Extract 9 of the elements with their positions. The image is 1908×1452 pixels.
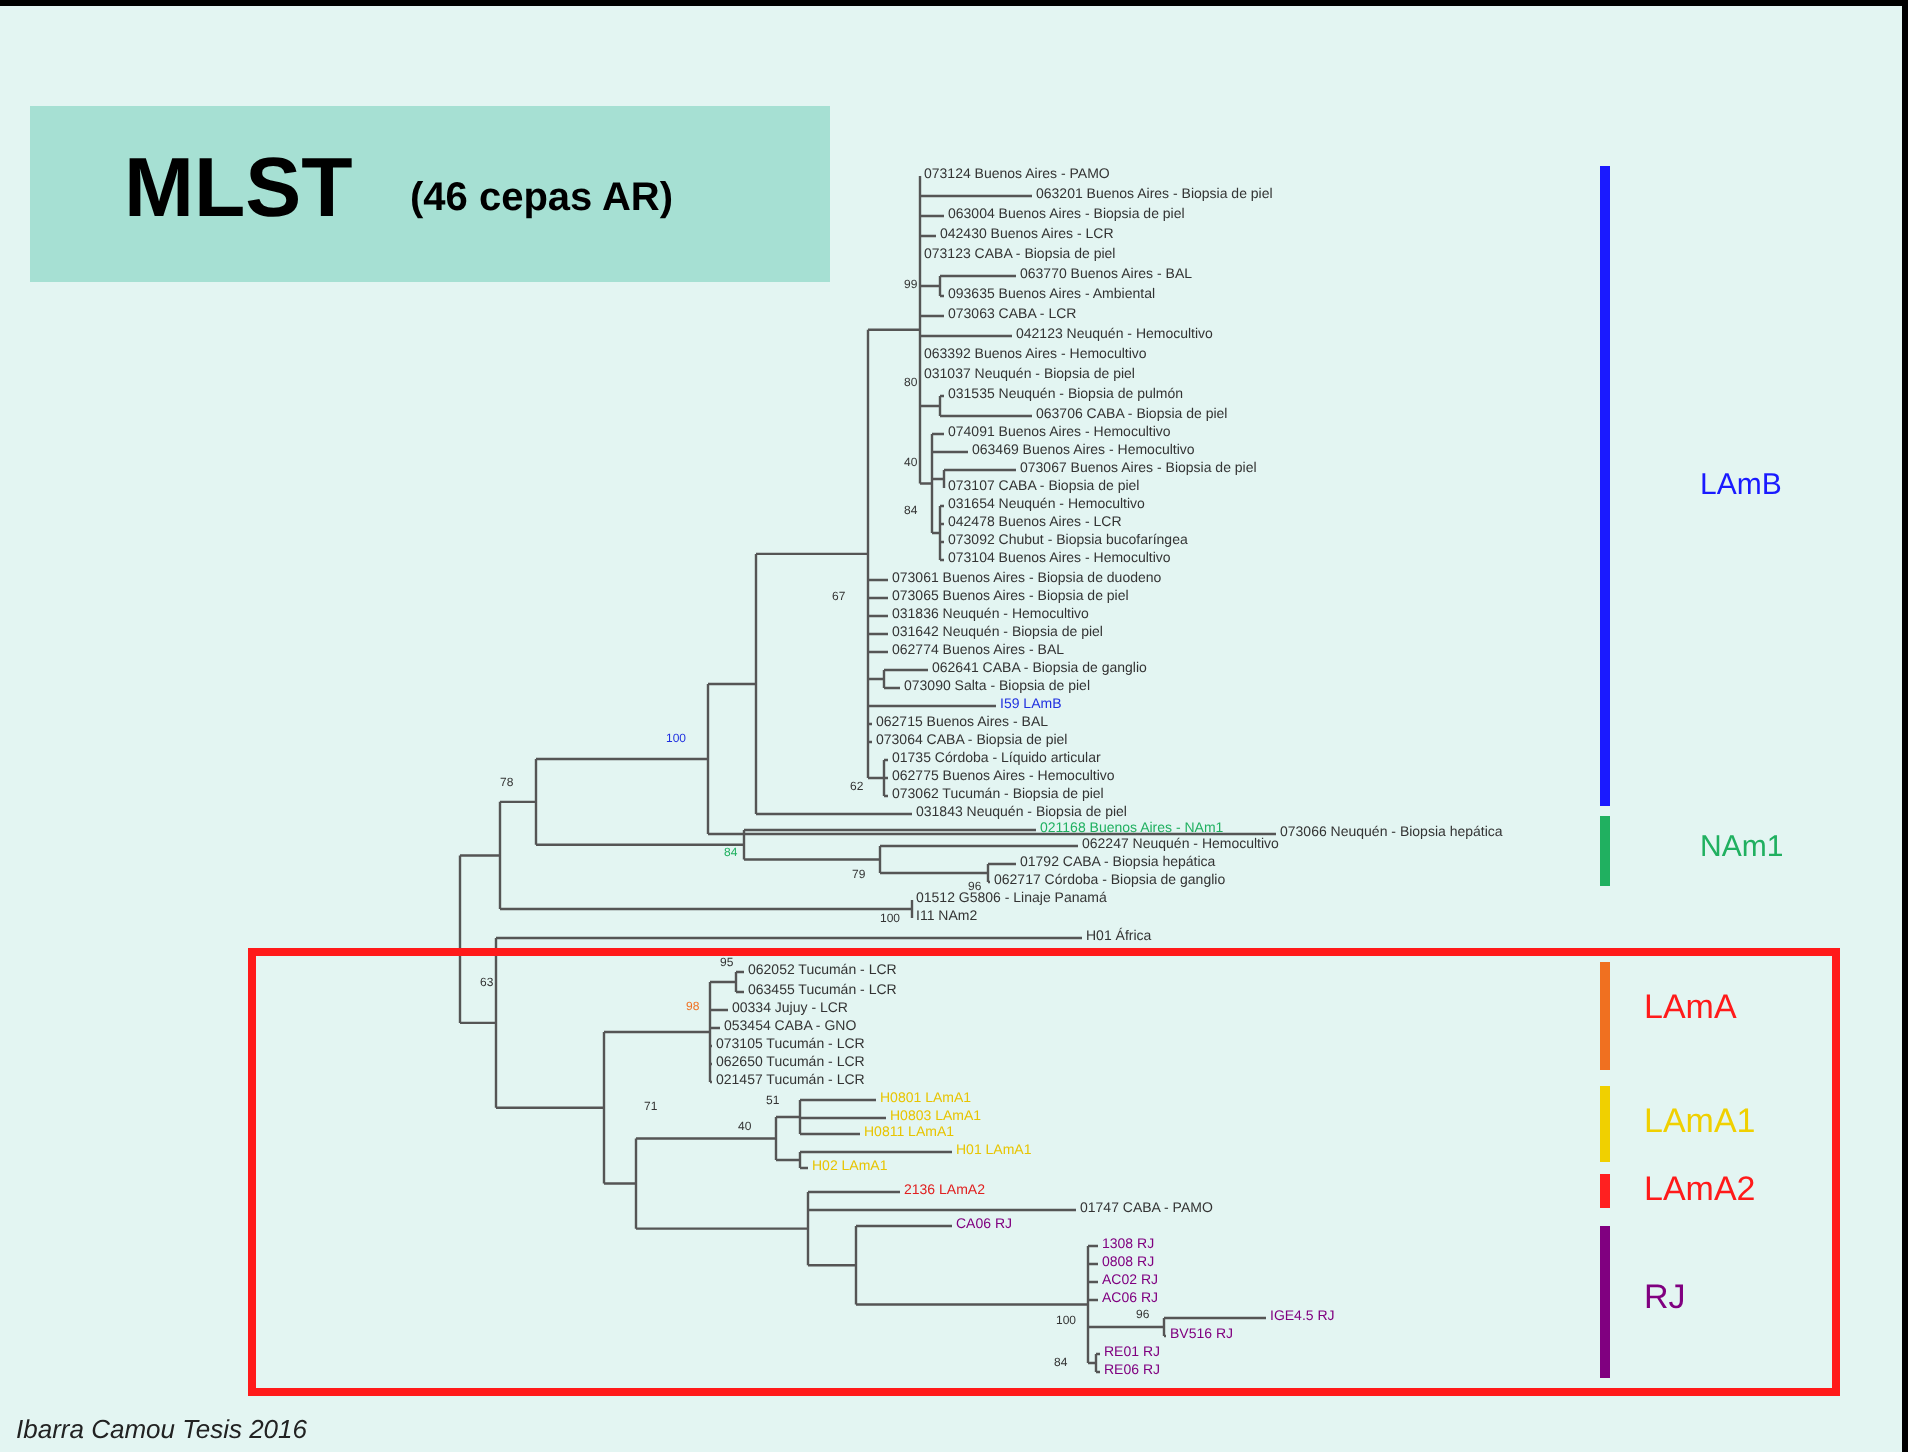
clade-label: LAmA2 [1644,1172,1756,1206]
title-subtitle: (46 cepas AR) [410,178,674,218]
clade-label: LAmA1 [1644,1104,1756,1138]
caption: Ibarra Camou Tesis 2016 [16,1416,307,1442]
clade-label: NAm1 [1700,832,1784,862]
clade-label: LAmB [1700,470,1782,500]
title: MLST [124,146,353,230]
clade-label: RJ [1644,1280,1686,1314]
clade-label: LAmA [1644,990,1737,1024]
